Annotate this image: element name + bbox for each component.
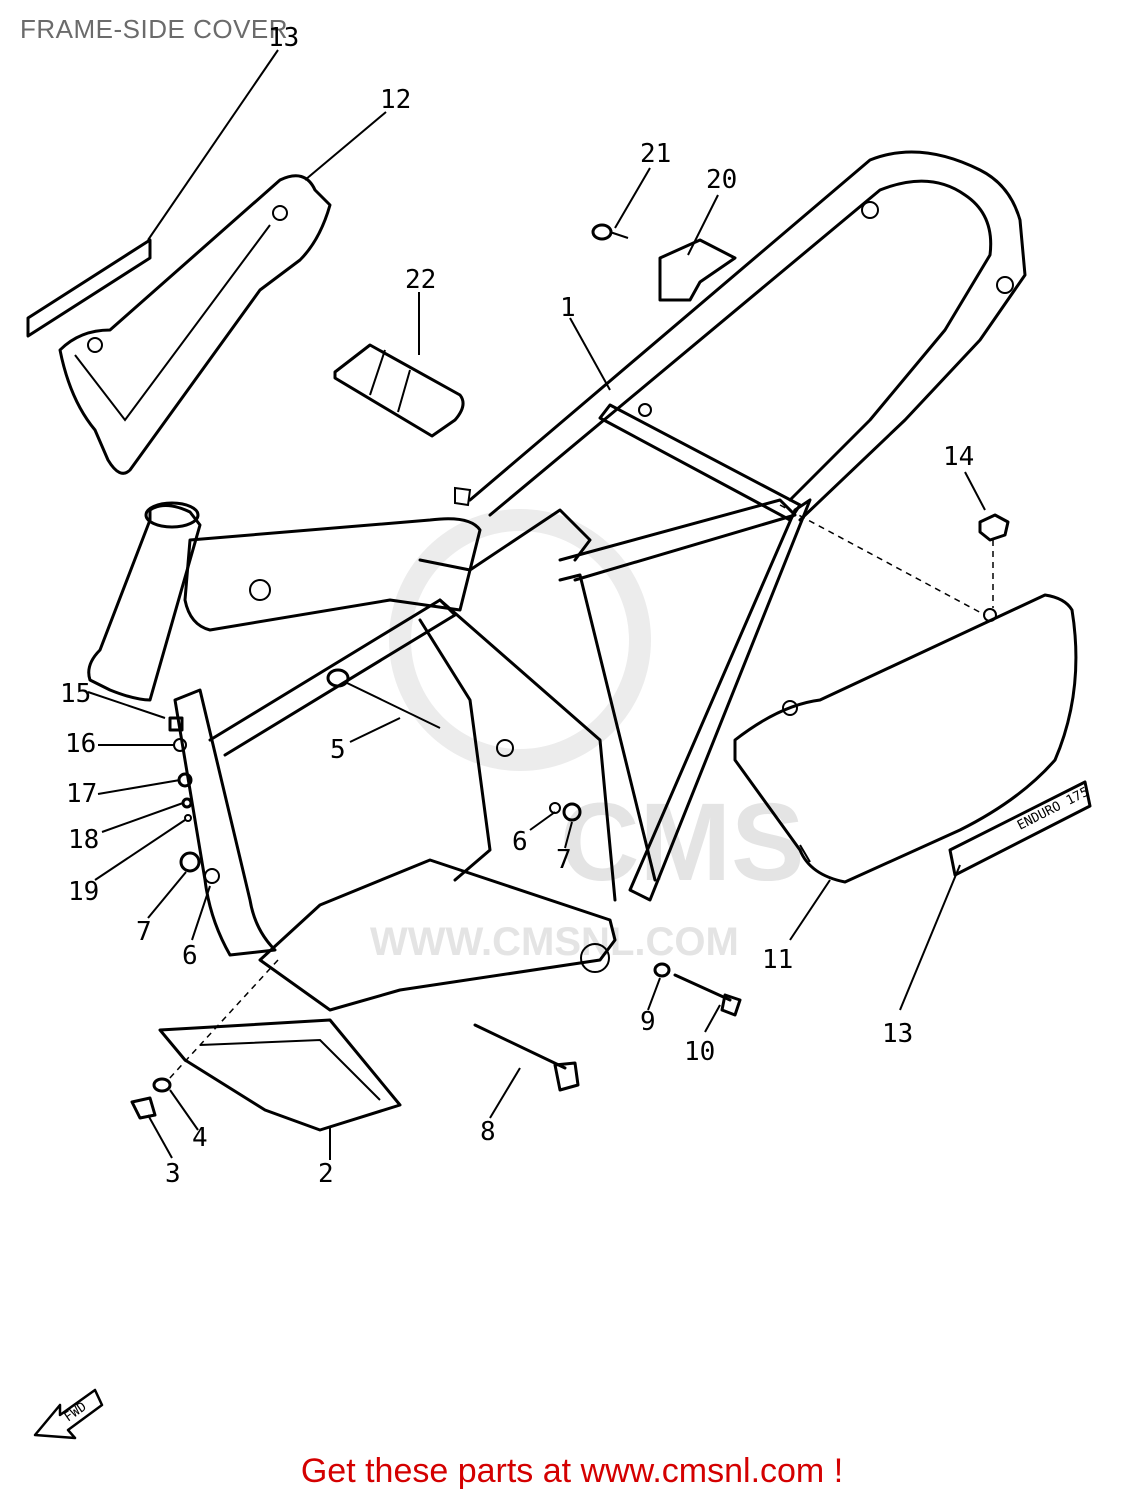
callout-20: 20 <box>706 165 737 195</box>
callout-21: 21 <box>640 139 671 169</box>
decal-right: ENDURO 175 <box>948 780 1092 877</box>
callout-6-center: 6 <box>512 827 528 857</box>
callout-11: 11 <box>762 945 793 975</box>
callout-10: 10 <box>684 1037 715 1067</box>
grommet-14 <box>978 513 1010 542</box>
callout-13-right: 13 <box>882 1019 913 1049</box>
main-frame <box>87 150 1027 1012</box>
callout-4: 4 <box>192 1123 208 1153</box>
watermark-logo: CMS <box>560 781 804 904</box>
page-title: FRAME-SIDE COVER <box>20 14 289 44</box>
washer-9 <box>653 962 671 978</box>
watermark: CMS WWW.CMSNL.COM <box>370 509 804 964</box>
bolt-5 <box>326 668 441 729</box>
fwd-arrow-icon: FWD <box>33 1388 104 1440</box>
washer-4 <box>152 1077 172 1093</box>
callouts: 13 12 21 20 22 1 14 15 16 17 18 19 5 6 7… <box>60 23 974 1189</box>
callout-9: 9 <box>640 1007 656 1037</box>
skid-plate <box>158 1018 402 1132</box>
fwd-label: FWD <box>62 1399 90 1425</box>
watermark-url: WWW.CMSNL.COM <box>370 920 739 964</box>
bracket-20 <box>658 238 737 302</box>
callout-14: 14 <box>943 442 974 472</box>
bolt-3 <box>130 1096 157 1120</box>
callout-17: 17 <box>66 779 97 809</box>
callout-1: 1 <box>560 293 576 323</box>
bolt-21 <box>591 223 629 241</box>
bolt-10 <box>673 973 742 1017</box>
callout-16: 16 <box>65 729 96 759</box>
washer-6-center <box>549 802 561 814</box>
callout-5: 5 <box>330 735 346 765</box>
nut-7-center <box>562 802 582 822</box>
callout-13-top: 13 <box>268 23 299 53</box>
tool-bag <box>333 343 465 438</box>
callout-8: 8 <box>480 1117 496 1147</box>
washer-6-left <box>204 868 220 884</box>
callout-7-left: 7 <box>136 917 152 947</box>
callout-19: 19 <box>68 877 99 907</box>
callout-3: 3 <box>165 1159 181 1189</box>
callout-7-center: 7 <box>556 845 572 875</box>
decal-top-left <box>26 238 152 338</box>
side-cover-left <box>58 174 332 475</box>
callout-12: 12 <box>380 85 411 115</box>
callout-2: 2 <box>318 1159 334 1189</box>
nut-7-left <box>179 851 201 873</box>
callout-6-left: 6 <box>182 941 198 971</box>
leader-lines <box>87 49 986 1160</box>
callout-18: 18 <box>68 825 99 855</box>
side-cover-right <box>733 593 1078 884</box>
bolt-8 <box>473 1023 580 1092</box>
callout-22: 22 <box>405 265 436 295</box>
footer-link[interactable]: Get these parts at www.cmsnl.com ! <box>300 1452 844 1490</box>
callout-15: 15 <box>60 679 91 709</box>
assembly-lines <box>167 504 994 1081</box>
